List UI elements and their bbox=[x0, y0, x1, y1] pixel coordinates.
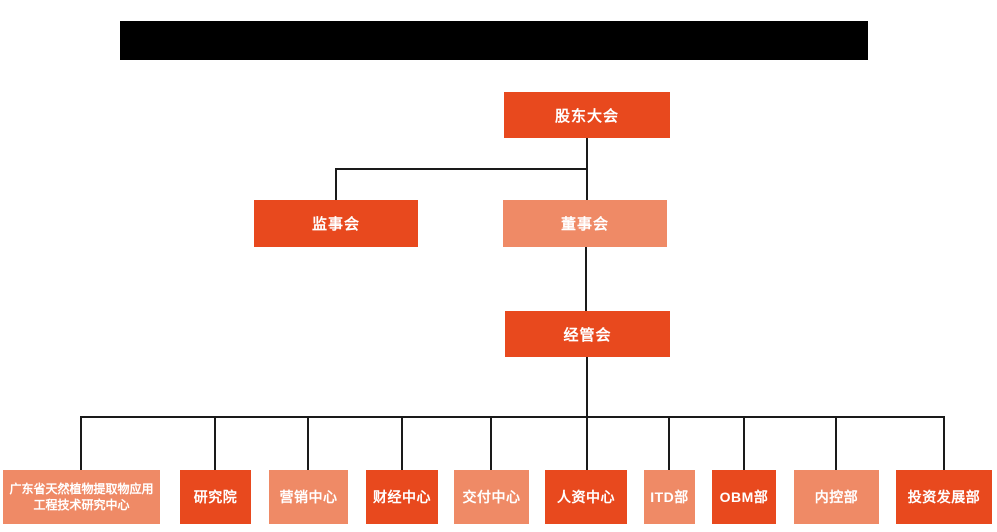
connector-line bbox=[586, 357, 588, 470]
connector-line bbox=[335, 168, 588, 170]
node-research-institute: 研究院 bbox=[180, 470, 251, 524]
connector-line bbox=[943, 416, 945, 470]
connector-line bbox=[335, 168, 337, 200]
connector-line bbox=[214, 416, 216, 470]
node-management-committee: 经管会 bbox=[505, 311, 670, 357]
node-board-of-directors: 董事会 bbox=[503, 200, 667, 247]
node-marketing-center: 营销中心 bbox=[269, 470, 348, 524]
connector-line bbox=[80, 416, 945, 418]
connector-line bbox=[307, 416, 309, 470]
node-shareholders-meeting: 股东大会 bbox=[504, 92, 670, 138]
node-investment-development-dept: 投资发展部 bbox=[896, 470, 992, 524]
node-guangdong-research-center: 广东省天然植物提取物应用工程技术研究中心 bbox=[3, 470, 160, 524]
node-internal-control-dept: 内控部 bbox=[794, 470, 879, 524]
connector-line bbox=[585, 247, 587, 311]
connector-line bbox=[743, 416, 745, 470]
node-supervisory-board: 监事会 bbox=[254, 200, 418, 247]
node-hr-center: 人资中心 bbox=[545, 470, 627, 524]
node-finance-center: 财经中心 bbox=[366, 470, 438, 524]
connector-line bbox=[80, 416, 82, 470]
node-itd-dept: ITD部 bbox=[644, 470, 695, 524]
node-delivery-center: 交付中心 bbox=[454, 470, 529, 524]
connector-line bbox=[490, 416, 492, 470]
connector-line bbox=[401, 416, 403, 470]
redacted-title-bar bbox=[120, 21, 868, 60]
node-obm-dept: OBM部 bbox=[712, 470, 776, 524]
connector-line bbox=[835, 416, 837, 470]
connector-line bbox=[668, 416, 670, 470]
